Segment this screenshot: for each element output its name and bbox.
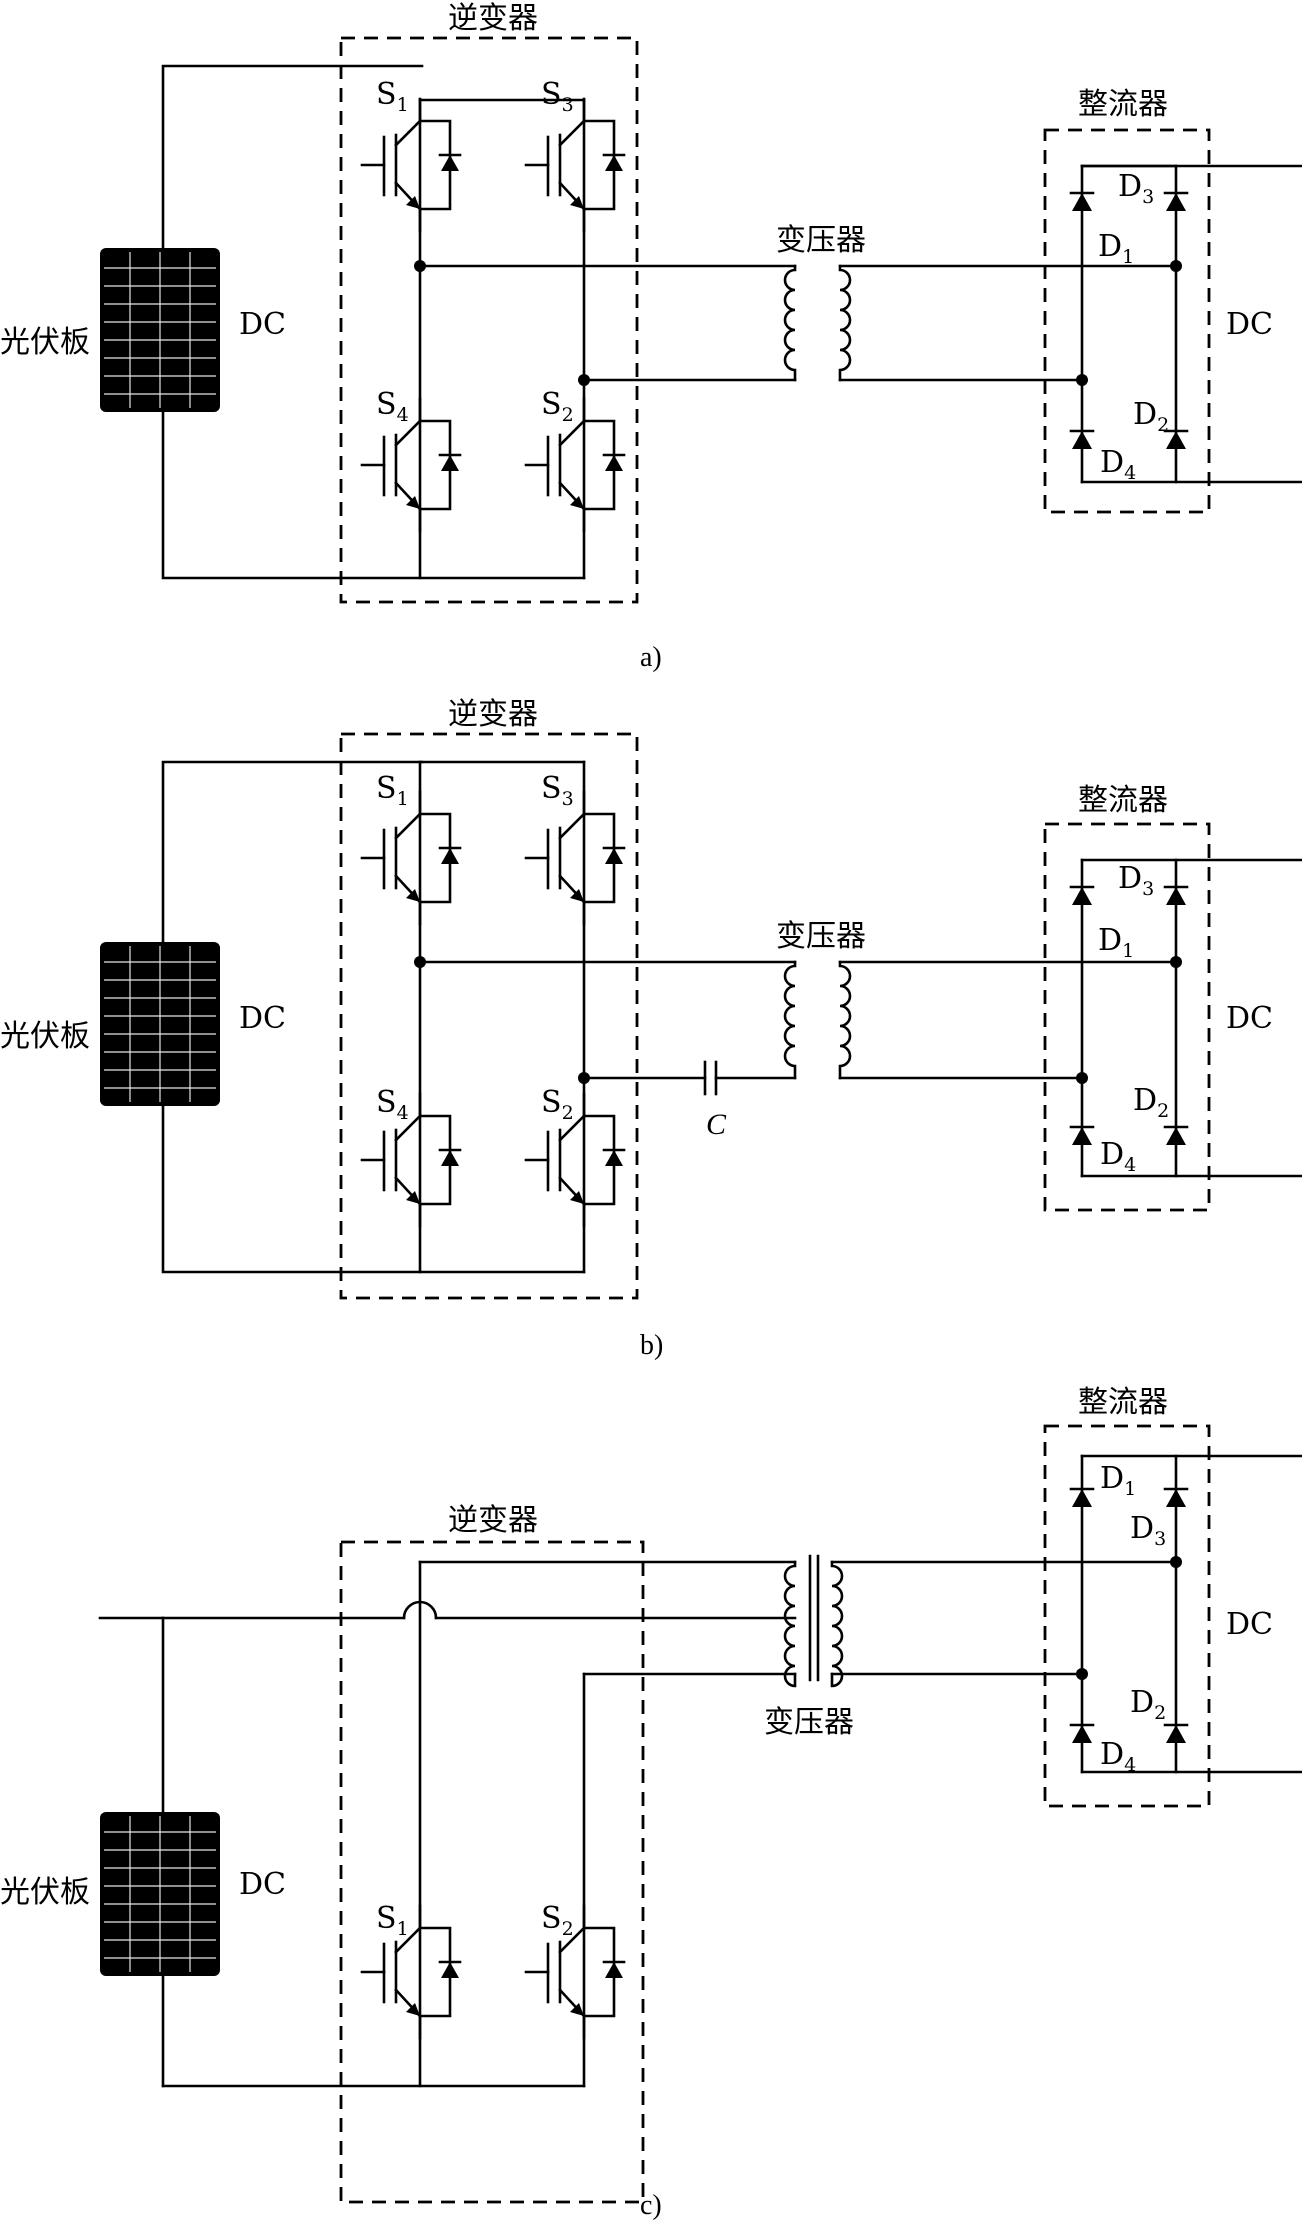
panel-a-dc-input-label: DC: [239, 307, 286, 342]
panel-b-transformer-label: 变压器: [776, 919, 866, 954]
panel-a-diode-label: D2: [1133, 397, 1169, 436]
panel-c-diode: [1163, 1487, 1189, 1509]
panel-b-switch-s1: [360, 790, 462, 926]
panel-c-inverter-box: [339, 1540, 645, 2204]
panel-a: 逆变器 变压器 整流器 光伏板 DC DC S1 S3 S4 S2 D3 D1 …: [0, 1, 1302, 673]
panel-a-inverter-label: 逆变器: [448, 1, 538, 36]
panel-c-rectifier-label: 整流器: [1078, 1385, 1168, 1420]
panel-a-caption: a): [640, 642, 662, 673]
panel-a-diode: [1069, 429, 1095, 451]
panel-c-dc-output-label: DC: [1226, 1607, 1273, 1642]
panel-b-inverter-label: 逆变器: [448, 697, 538, 732]
panel-a-pv-panel-icon: [99, 247, 221, 413]
panel-b-diode: [1069, 1125, 1095, 1147]
panel-a-diode-label: D1: [1098, 229, 1134, 268]
panel-a-labels: 逆变器 变压器 整流器 光伏板 DC DC S1 S3 S4 S2 D3 D1 …: [0, 1, 1273, 673]
panel-c-labels: 逆变器 变压器 整流器 光伏板 DC DC S1 S2 D1 D3 D2 D4 …: [0, 1385, 1273, 2221]
panel-b-switch-label: S4: [376, 1085, 409, 1124]
panel-c: 逆变器 变压器 整流器 光伏板 DC DC S1 S2 D1 D3 D2 D4 …: [0, 1385, 1302, 2221]
panel-c-pv-panel-icon: [99, 1811, 221, 1977]
panel-a-diode: [1069, 191, 1095, 213]
panel-b-dc-input-label: DC: [239, 1001, 286, 1036]
panel-a-wiring: [161, 64, 1302, 580]
panel-b-rectifier-label: 整流器: [1078, 783, 1168, 818]
panel-b-pv-panel-icon: [99, 941, 221, 1107]
panel-b-diode-label: D3: [1118, 861, 1154, 900]
panel-a-transformer-label: 变压器: [776, 223, 866, 258]
panel-c-caption: c): [640, 2190, 662, 2221]
panel-c-diode-label: D3: [1130, 1511, 1166, 1550]
panel-c-inverter-label: 逆变器: [448, 1503, 538, 1538]
panel-a-dc-output-label: DC: [1226, 307, 1273, 342]
panel-c-pv-label: 光伏板: [0, 1875, 90, 1910]
panel-b-diode: [1163, 885, 1189, 907]
panel-c-diode: [1163, 1723, 1189, 1745]
panel-a-rectifier-label: 整流器: [1078, 87, 1168, 122]
panel-a-diode-label: D4: [1100, 445, 1136, 484]
panel-c-junction-dots: [1076, 1556, 1182, 1680]
panel-a-pv-label: 光伏板: [0, 325, 90, 360]
panel-b-switch-label: S1: [376, 771, 409, 810]
panel-c-diode-label: D2: [1130, 1685, 1166, 1724]
panel-b-switch-label: S3: [541, 771, 574, 810]
panel-a-junction-dots: [414, 260, 1182, 386]
panel-a-diode: [1163, 191, 1189, 213]
panel-b-diode: [1163, 1125, 1189, 1147]
panel-c-dc-input-label: DC: [239, 1867, 286, 1902]
panel-b-labels: 逆变器 变压器 整流器 光伏板 DC DC C S1 S3 S4 S2 D3 D…: [0, 697, 1273, 1361]
panel-b-inverter-box: [339, 732, 639, 1300]
panel-c-diode-label: D4: [1100, 1737, 1136, 1776]
panel-b-switch-s3: [524, 790, 626, 926]
panel-c-transformer-label: 变压器: [764, 1705, 854, 1740]
panel-a-switch-label: S3: [541, 77, 574, 116]
panel-b-diode-label: D4: [1100, 1137, 1136, 1176]
panel-c-diode: [1069, 1487, 1095, 1509]
panel-a-switch-s3: [524, 97, 626, 233]
panel-b-diode-label: D1: [1098, 923, 1134, 962]
panel-b-junction-dots: [414, 956, 1182, 1084]
panel-b-rectifier-box: [1043, 822, 1211, 1212]
panel-b-capacitor-label: C: [706, 1108, 727, 1141]
panel-a-switch-label: S2: [541, 387, 574, 426]
panel-b-switch-label: S2: [541, 1085, 574, 1124]
panel-a-switch-s1: [360, 97, 462, 233]
panel-c-diode: [1069, 1723, 1095, 1745]
panel-a-inverter-box: [339, 36, 639, 604]
panel-c-switch-label: S1: [376, 1901, 409, 1940]
panel-b-diode: [1069, 885, 1095, 907]
panel-a-diode-label: D3: [1118, 169, 1154, 208]
panel-b-pv-label: 光伏板: [0, 1019, 90, 1054]
panel-b-diode-label: D2: [1133, 1083, 1169, 1122]
panel-a-switch-label: S4: [376, 387, 409, 426]
panel-b-caption: b): [640, 1330, 663, 1361]
panel-b-wiring: [161, 760, 1302, 1274]
panel-c-rectifier-box: [1043, 1424, 1211, 1808]
panel-c-diode-label: D1: [1100, 1461, 1136, 1500]
panel-a-rectifier-box: [1043, 128, 1211, 514]
panel-b: 逆变器 变压器 整流器 光伏板 DC DC C S1 S3 S4 S2 D3 D…: [0, 697, 1302, 1361]
panel-c-switch-label: S2: [541, 1901, 574, 1940]
panel-b-dc-output-label: DC: [1226, 1001, 1273, 1036]
panel-a-switch-label: S1: [376, 77, 409, 116]
